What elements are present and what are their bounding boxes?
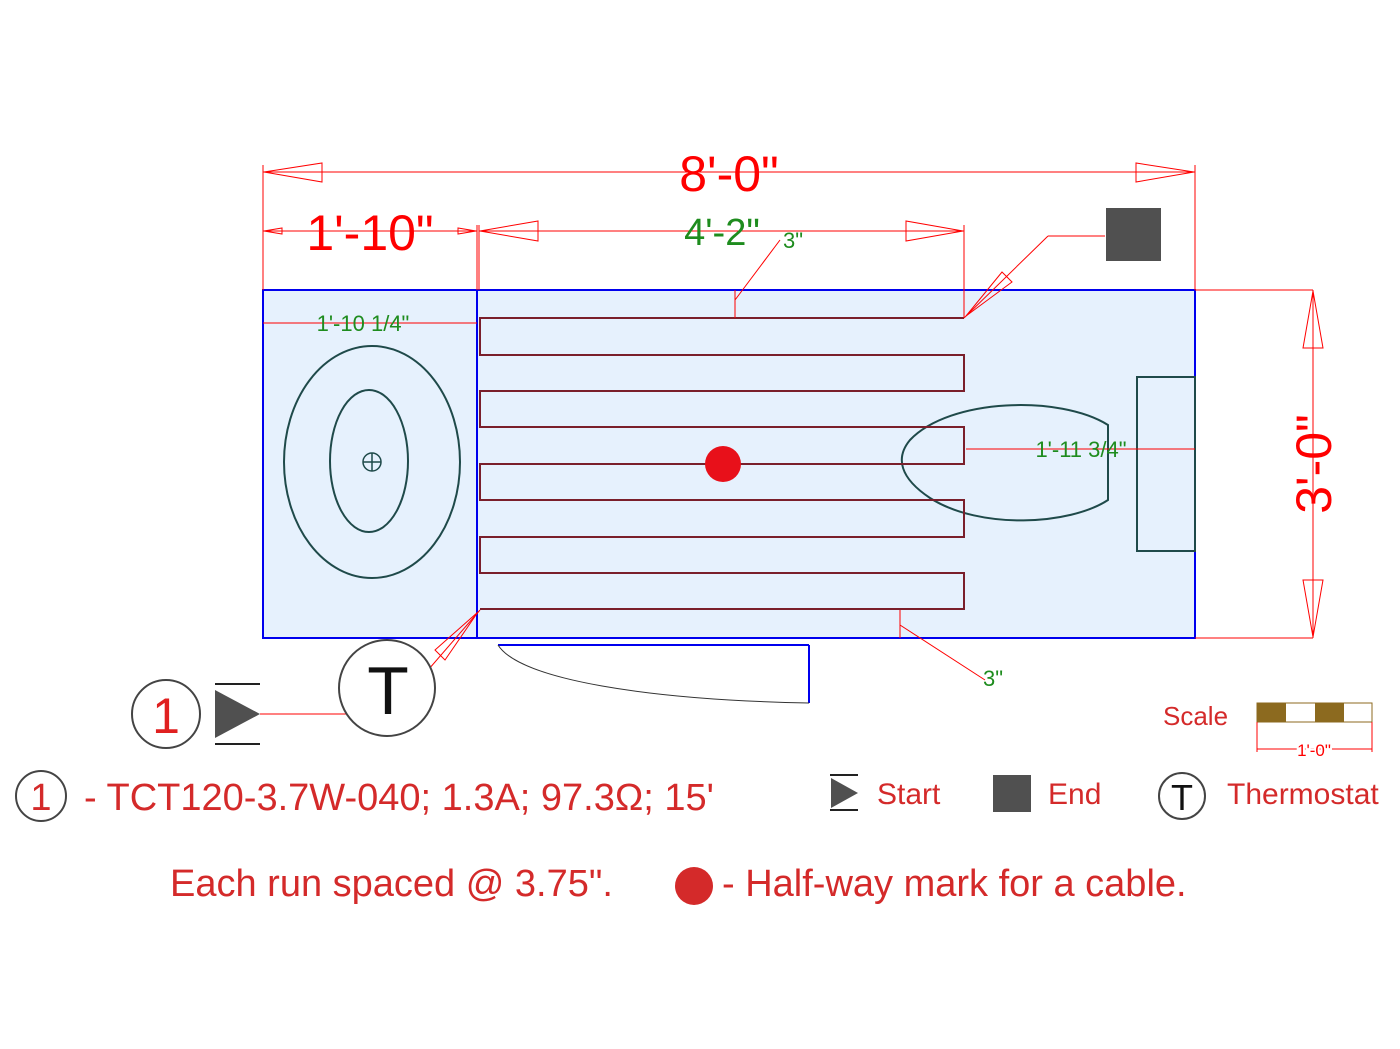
scale-label: Scale bbox=[1163, 701, 1228, 731]
scale-bar bbox=[1256, 702, 1373, 752]
legend-end-label: End bbox=[1048, 778, 1101, 811]
halfway-mark bbox=[705, 446, 741, 482]
legend-start-label: Start bbox=[877, 778, 941, 811]
thermostat-letter: T bbox=[367, 653, 409, 729]
start-marker-icon bbox=[215, 683, 260, 745]
legend: 1 - TCT120-3.7W-040; 1.3A; 97.3Ω; 15' St… bbox=[15, 770, 1379, 822]
door-swing bbox=[497, 644, 810, 704]
note-spacing: Each run spaced @ 3.75". bbox=[170, 863, 613, 905]
dim-top-offset: 3" bbox=[783, 228, 803, 253]
legend-start-icon bbox=[830, 774, 858, 811]
note-halfway-icon bbox=[675, 867, 713, 905]
cable-number: 1 bbox=[152, 688, 180, 744]
cable-number-circle bbox=[131, 679, 201, 749]
legend-cable-number: 1 bbox=[30, 777, 51, 819]
dimension-lines bbox=[260, 162, 1324, 715]
legend-thermostat-label: Thermostat bbox=[1227, 778, 1379, 811]
dim-bottom-offset: 3" bbox=[983, 666, 1003, 691]
dim-room-depth: 3'-0" bbox=[1286, 414, 1342, 514]
legend-end-icon bbox=[993, 775, 1031, 812]
dim-toilet-clearance: 1'-10 1/4" bbox=[317, 311, 410, 336]
dim-heated-length: 4'-2" bbox=[684, 212, 760, 254]
legend-cable-spec: - TCT120-3.7W-040; 1.3A; 97.3Ω; 15' bbox=[84, 777, 714, 819]
vanity-fixture bbox=[900, 376, 1196, 552]
dim-vanity-clearance: 1'-11 3/4" bbox=[1035, 437, 1126, 462]
dim-left-zone: 1'-10" bbox=[306, 205, 433, 261]
legend-thermostat-icon: T bbox=[1171, 777, 1193, 818]
dim-overall-width: 8'-0" bbox=[679, 146, 779, 202]
note-halfway: - Half-way mark for a cable. bbox=[722, 863, 1187, 905]
scale-length: 1'-0" bbox=[1297, 741, 1331, 760]
end-marker-icon bbox=[1106, 208, 1161, 261]
toilet-fixture bbox=[283, 345, 461, 579]
thermostat-circle bbox=[338, 639, 436, 737]
